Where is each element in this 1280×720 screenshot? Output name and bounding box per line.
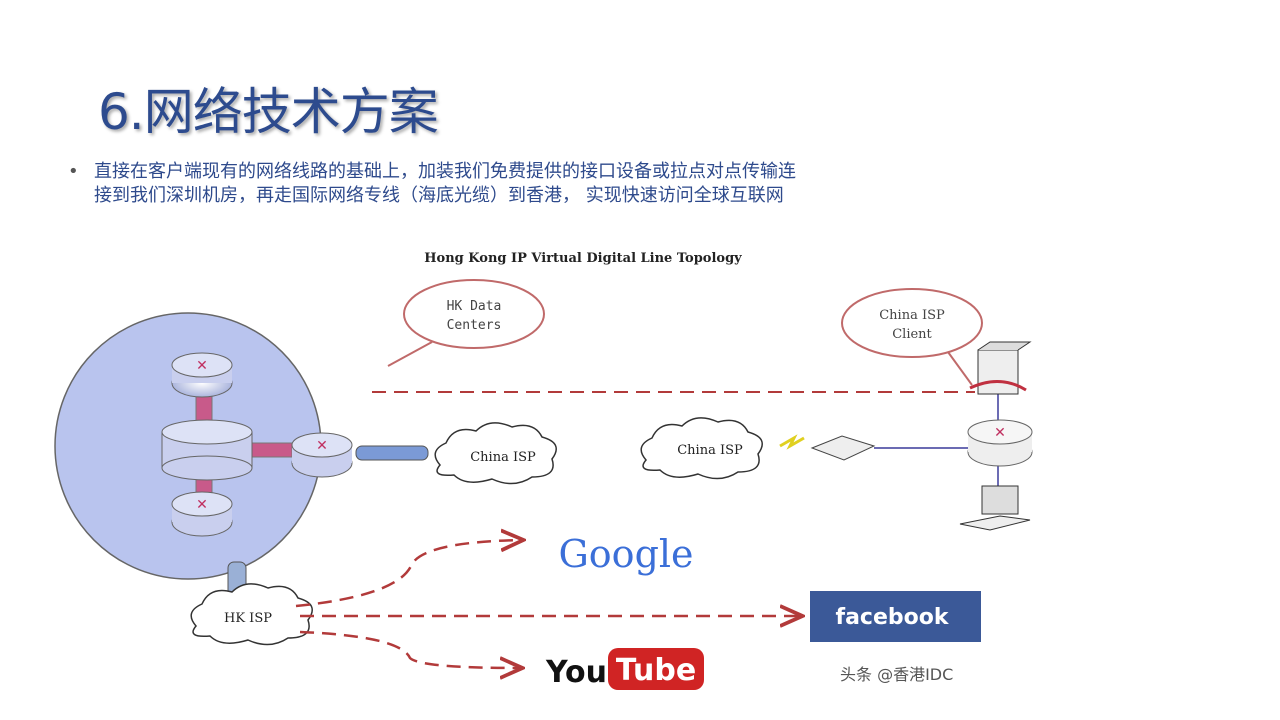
svg-text:✕: ✕ [196, 358, 208, 374]
bullet-text: • 直接在客户端现有的网络线路的基础上，加装我们免费提供的接口设备或拉点对点传输… [68, 160, 968, 208]
china-isp-cloud-left: China ISP [434, 422, 557, 485]
router-icon: ✕ [291, 432, 353, 478]
svg-text:HK ISP: HK ISP [224, 611, 272, 626]
lightning-icon [779, 434, 805, 450]
facebook-label: facebook [836, 605, 950, 630]
svg-text:✕: ✕ [994, 425, 1006, 441]
router-icon: ✕ [171, 491, 233, 537]
youtube-logo: You [545, 655, 607, 690]
svg-text:✕: ✕ [316, 438, 328, 454]
bullet-icon: • [68, 161, 79, 182]
svg-text:China ISP: China ISP [470, 450, 536, 465]
svg-text:China ISP: China ISP [677, 443, 743, 458]
china-isp-cloud-right: China ISP [640, 417, 763, 480]
svg-text:Client: Client [892, 327, 932, 342]
uplink-pipe [355, 445, 429, 461]
router-icon: ✕ [967, 419, 1033, 467]
svg-text:HK Data: HK Data [447, 299, 502, 314]
client-callout: China ISP Client [841, 288, 983, 386]
modem-icon [810, 435, 876, 461]
hk-data-centers-callout: HK Data Centers [387, 279, 545, 367]
google-logo: Google [558, 532, 693, 576]
server-icon [969, 341, 1032, 395]
watermark: 头条 @香港IDC [840, 665, 953, 684]
facebook-logo [810, 591, 981, 642]
svg-text:Centers: Centers [447, 318, 502, 333]
hk-isp-cloud: HK ISP [190, 583, 313, 646]
route-arrows [295, 540, 800, 668]
diagram-title: Hong Kong IP Virtual Digital Line Topolo… [424, 251, 742, 266]
core-switch-icon [161, 419, 253, 481]
bullet-line: 直接在客户端现有的网络线路的基础上，加装我们免费提供的接口设备或拉点对点传输连 [94, 161, 796, 182]
svg-text:China ISP: China ISP [879, 308, 945, 323]
bullet-line: 接到我们深圳机房，再走国际网络专线（海底光缆）到香港， 实现快速访问全球互联网 [94, 185, 784, 206]
svg-text:✕: ✕ [196, 497, 208, 513]
page-title: 6.网络技术方案 [98, 83, 439, 141]
youtube-tube: Tube [616, 653, 696, 688]
computer-icon [959, 485, 1031, 531]
router-icon: ✕ [171, 352, 233, 398]
